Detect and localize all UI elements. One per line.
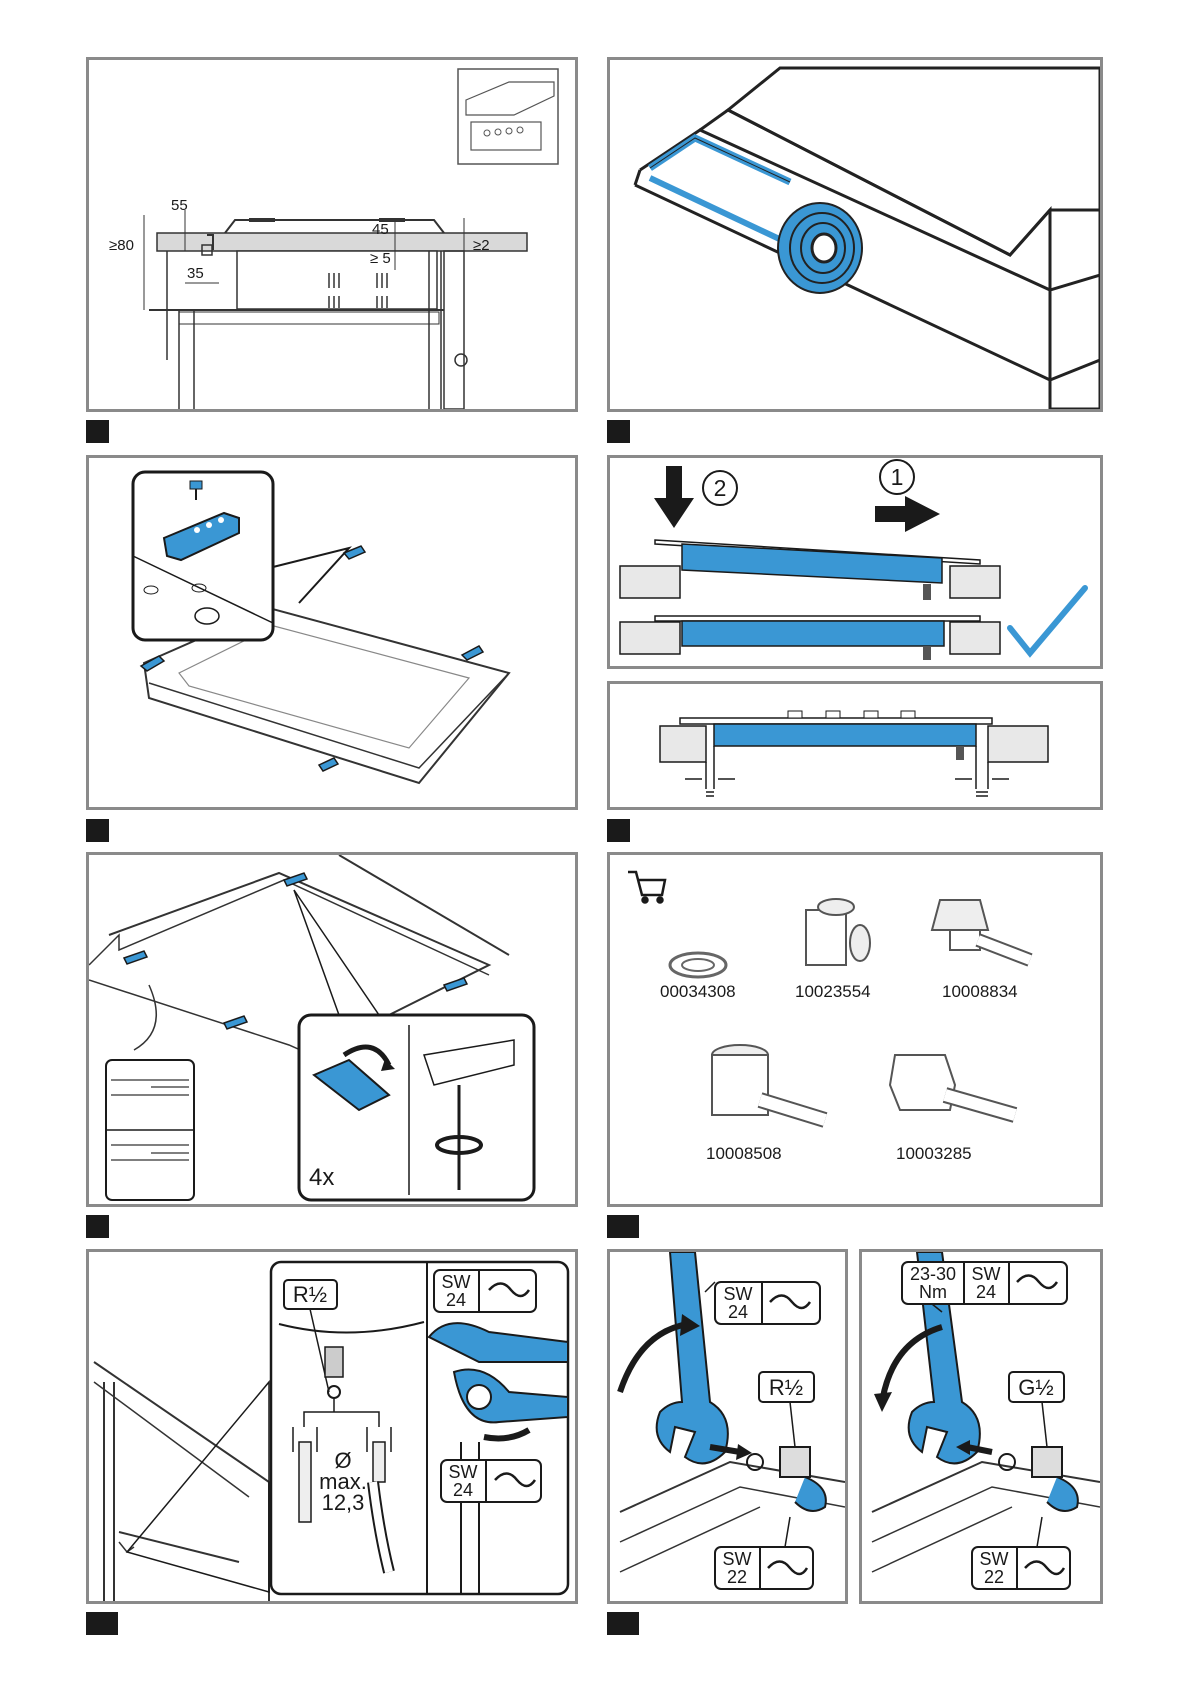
dim-min-80-label: ≥80: [109, 237, 134, 254]
figure-marker: [607, 1215, 639, 1238]
part-number: 10008834: [942, 982, 1018, 1002]
tighten-g-half-drawing: 23-30 Nm SW 24 G½ SW 22: [862, 1252, 1100, 1601]
mounting-clamps-drawing: [89, 458, 575, 807]
down-arrow-icon: [654, 466, 694, 528]
figure-marker: [86, 1215, 109, 1238]
wrench-top-line2: 24: [728, 1302, 748, 1322]
wrench-bottom-line2: 22: [984, 1567, 1004, 1587]
figure-gas-connection: R½ Ø max. 12,3 SW 24: [86, 1249, 578, 1604]
figure-marker: [607, 420, 630, 443]
step-2-label: 2: [714, 475, 727, 501]
fasten-clamps-drawing: 4x: [89, 855, 575, 1204]
tighten-r-half-drawing: SW 24 R½ SW 22: [610, 1252, 845, 1601]
dim-min-2-label: ≥2: [473, 237, 490, 254]
diameter-value-label: 12,3: [322, 1490, 365, 1515]
wrench-size-bottom-badge: SW 22: [972, 1547, 1070, 1589]
thread-size-label: G½: [1018, 1375, 1053, 1400]
figure-marker: [86, 420, 109, 443]
cart-icon: [628, 872, 665, 903]
step-1-label: 1: [891, 464, 904, 490]
figure-lowering-hob: 2 1: [607, 455, 1103, 669]
figure-marker: [607, 1612, 639, 1635]
lowering-hob-drawing: 2 1: [610, 458, 1100, 666]
figure-marker: [86, 1612, 118, 1635]
part-number: 10023554: [795, 982, 871, 1002]
torque-range-label: 23-30: [910, 1264, 956, 1284]
side-clearance-drawing: [610, 684, 1100, 807]
wrench-bottom-line1: SW: [449, 1462, 478, 1482]
check-icon: [1010, 588, 1085, 653]
figure-tighten-g-half: 23-30 Nm SW 24 G½ SW 22: [859, 1249, 1103, 1604]
torque-wrench-badge: 23-30 Nm SW 24: [902, 1262, 1067, 1304]
thread-size-label: R½: [293, 1282, 327, 1307]
wrench-bottom-line2: 22: [727, 1567, 747, 1587]
wrench-size-top-badge: SW 24: [434, 1270, 536, 1312]
wrench-top-line1: SW: [724, 1284, 753, 1304]
figure-marker: [607, 819, 630, 842]
part-number: 10003285: [896, 1144, 972, 1164]
wrench-top-line1: SW: [972, 1264, 1001, 1284]
part-number: 10008508: [706, 1144, 782, 1164]
figure-side-clearance: [607, 681, 1103, 810]
wrench-size-bottom-badge: SW 22: [715, 1547, 813, 1589]
wrench-size-top-badge: SW 24: [715, 1282, 820, 1324]
oven-inset-icon: [458, 69, 558, 164]
spare-parts-drawing: [610, 855, 1100, 1204]
torque-unit-label: Nm: [919, 1282, 947, 1302]
installation-dimensions-drawing: ≥80 55 45 ≥2 ≥ 5 35: [89, 60, 575, 409]
dim-45-label: 45: [372, 221, 389, 238]
seal-tape-drawing: [610, 60, 1100, 409]
figure-tighten-r-half: SW 24 R½ SW 22: [607, 1249, 848, 1604]
wrench-top-line2: 24: [446, 1290, 466, 1310]
figure-spare-parts: 00034308 10023554 10008834 10008508 1000…: [607, 852, 1103, 1207]
figure-fasten-clamps: 4x: [86, 852, 578, 1207]
wrench-bottom-line2: 24: [453, 1480, 473, 1500]
figure-marker: [86, 819, 109, 842]
gas-connection-drawing: R½ Ø max. 12,3 SW 24: [89, 1252, 575, 1601]
figure-installation-dimensions: ≥80 55 45 ≥2 ≥ 5 35: [86, 57, 578, 412]
quantity-label: 4x: [309, 1164, 334, 1191]
wrench-top-line1: SW: [442, 1272, 471, 1292]
dim-min-5-label: ≥ 5: [370, 250, 391, 267]
figure-mounting-clamps: [86, 455, 578, 810]
wrench-top-line2: 24: [976, 1282, 996, 1302]
seal-tape-roll-icon: [778, 203, 862, 293]
dim-35-label: 35: [187, 265, 204, 282]
part-number: 00034308: [660, 982, 736, 1002]
right-arrow-icon: [875, 496, 940, 532]
wrench-bottom-line1: SW: [980, 1549, 1009, 1569]
thread-size-label: R½: [769, 1375, 803, 1400]
wrench-bottom-line1: SW: [723, 1549, 752, 1569]
wrench-size-bottom-badge: SW 24: [441, 1460, 541, 1502]
dim-55-label: 55: [171, 197, 188, 214]
figure-seal-tape: [607, 57, 1103, 412]
